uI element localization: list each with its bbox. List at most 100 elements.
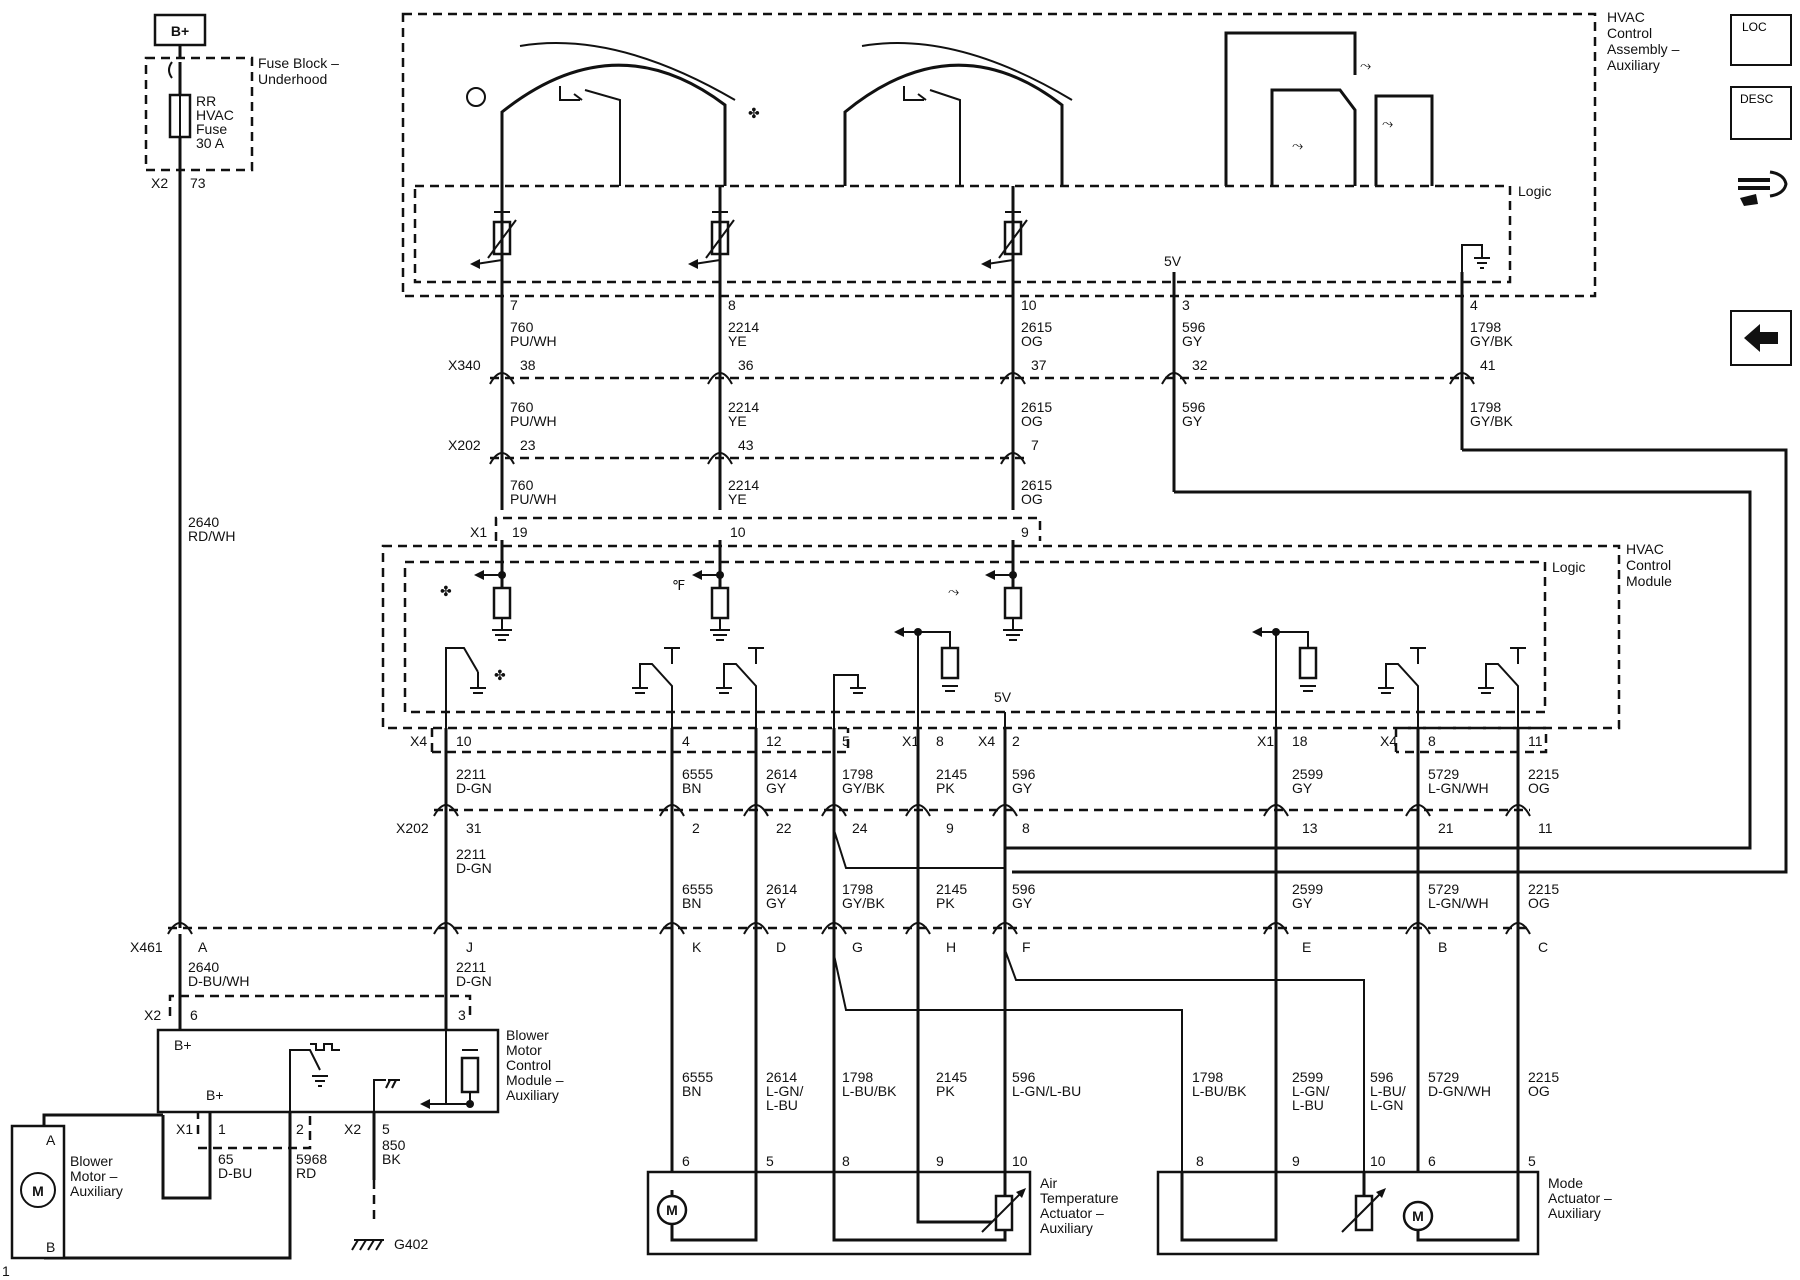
label-actuator_wires-9-color: OG (1528, 1083, 1550, 1099)
temp-pot (470, 211, 517, 269)
label-lower_seg1-8-num: 2215 (1528, 766, 1559, 782)
label-aux_assembly-pins-0-num: 760 (510, 319, 534, 335)
label-bmcm-pin_b: 3 (458, 1007, 466, 1023)
label-seg2-4-color: GY/BK (1470, 413, 1513, 429)
label-blower_motor-title-1: Motor – (70, 1168, 118, 1184)
label-seg2-0-color: PU/WH (510, 413, 557, 429)
label-bmcm-conn: X2 (144, 1007, 161, 1023)
label-aux_assembly-pins-3-color: GY (1182, 333, 1203, 349)
label-air_temp_actuator-pins-3: 9 (936, 1153, 944, 1169)
label-actuator_wires-3-num: 2145 (936, 1069, 967, 1085)
label-x461-label: X461 (130, 939, 163, 955)
mode-switch-frame (1224, 31, 1357, 186)
label-module-title-2: Module (1626, 573, 1672, 589)
label-seg3-0-num: 760 (510, 477, 534, 493)
blower-output-icon: ✤ (494, 667, 506, 683)
label-lower_seg2-0-color: D-GN (456, 860, 492, 876)
loc-button[interactable]: LOC (1730, 14, 1792, 66)
segment2-labels: 760 PU/WH 2214 YE 2615 OG 596 GY 1798 GY… (510, 399, 1513, 429)
label-x461-pins-7: E (1302, 939, 1311, 955)
label-x202a-pins-1: 43 (738, 437, 754, 453)
label-x1a-pins-0: 19 (512, 524, 528, 540)
label-bmcm-w5968-num: 5968 (296, 1151, 327, 1167)
label-actuator_wires-7-color2: L-GN (1370, 1097, 1403, 1113)
label-blower_motor-pin_a: A (46, 1132, 56, 1148)
label-actuator_wires-6-num: 2599 (1292, 1069, 1323, 1085)
label-actuator_wires-5-num: 1798 (1192, 1069, 1223, 1085)
assembly-logic (413, 184, 1512, 284)
air-mode-icon: ⤳ (948, 583, 959, 599)
x1-upper-connector: X1 19 10 9 (470, 516, 1042, 541)
bplus-box: B+ (153, 13, 207, 47)
x340-connector: X340 38 36 37 32 41 (448, 357, 1496, 385)
label-module-title-0: HVAC (1626, 541, 1664, 557)
label-actuator_wires-1-color2: L-BU (766, 1097, 798, 1113)
label-fuse_block-conn: X2 (151, 175, 168, 191)
label-mode_actuator-pins-4: 5 (1528, 1153, 1536, 1169)
label-lower_seg1-0-color: D-GN (456, 780, 492, 796)
label-air_temp_actuator-title-2: Actuator – (1040, 1205, 1104, 1221)
label-lower_seg2-7-color: L-GN/WH (1428, 895, 1489, 911)
label-x461-pins-1: J (466, 939, 473, 955)
label-seg3-2-color: OG (1021, 491, 1043, 507)
mode-actuator (1156, 1170, 1540, 1256)
label-x202b-pins-1: 2 (692, 820, 700, 836)
label-x202b-pins-2: 22 (776, 820, 792, 836)
label-fuse_block-pin: 73 (190, 175, 206, 191)
label-x340-pins-1: 36 (738, 357, 754, 373)
label-page_marker: 1 (2, 1263, 10, 1279)
actuator-wire-labels: 6555 BN 2614 L-GN/ L-BU 1798 L-BU/BK 214… (682, 1069, 1559, 1113)
label-lower_seg1-6-color: GY (1292, 780, 1313, 796)
label-actuator_wires-5-color: L-BU/BK (1192, 1083, 1247, 1099)
label-lower_seg1-4-color: PK (936, 780, 955, 796)
label-bmcm-x1: X1 (176, 1121, 193, 1137)
label-lower_seg1-5-color: GY (1012, 780, 1033, 796)
wrench-hand-icon[interactable] (1734, 160, 1790, 208)
x461-connector: X461 A J K D G H F E B C (130, 922, 1548, 955)
label-mode_actuator-pins-0: 8 (1196, 1153, 1204, 1169)
lower-wires (444, 728, 1520, 1240)
knob-wiper-icon (559, 86, 961, 186)
label-lower_seg2-2-num: 2614 (766, 881, 797, 897)
hvac-control-module (381, 544, 1621, 730)
label-lower_conns-x1: X1 (1257, 733, 1274, 749)
label-lower_seg1-7-color: L-GN/WH (1428, 780, 1489, 796)
label-actuator_wires-6-color: L-GN/ (1292, 1083, 1329, 1099)
label-actuator_wires-0-color: BN (682, 1083, 701, 1099)
label-lower_seg2-7-num: 5729 (1428, 881, 1459, 897)
label-feed_wire-num: 2640 (188, 514, 219, 530)
label-x202b-pins-7: 21 (1438, 820, 1454, 836)
label-aux_assembly-pins-4-color: GY/BK (1470, 333, 1513, 349)
label-actuator_wires-2-color: L-BU/BK (842, 1083, 897, 1099)
label-x202b-label: X202 (396, 820, 429, 836)
label-x461-pins-5: H (946, 939, 956, 955)
desc-button[interactable]: DESC (1730, 86, 1792, 140)
label-lower_pins-5: 2 (1012, 733, 1020, 749)
label-aux_assembly-v5: 5V (1164, 253, 1182, 269)
module-logic (403, 560, 1547, 714)
label-mode_actuator-title-1: Actuator – (1548, 1190, 1612, 1206)
label-aux_assembly-pins-4-num: 1798 (1470, 319, 1501, 335)
label-lower_pins-2: 12 (766, 733, 782, 749)
label-actuator_wires-2-num: 1798 (842, 1069, 873, 1085)
label-power-bplus: B+ (171, 23, 189, 39)
hvac-control-assembly (401, 12, 1597, 298)
x202-lower-connector: X202 31 2 22 24 9 8 13 21 11 (396, 804, 1553, 836)
label-lower_pins-7: 8 (1428, 733, 1436, 749)
label-x461-pins-6: F (1022, 939, 1031, 955)
label-bmcm-x2: X2 (344, 1121, 361, 1137)
mode-pot (981, 211, 1028, 269)
back-button[interactable] (1730, 310, 1792, 366)
label-lower_seg2-1-num: 6555 (682, 881, 713, 897)
fuse-block-title: Fuse Block – (258, 55, 339, 71)
label-x202a-pins-0: 23 (520, 437, 536, 453)
air-temp-actuator-pins: 6 5 8 9 10 (682, 1153, 1028, 1169)
label-x340-pins-2: 37 (1031, 357, 1047, 373)
label-lower_seg2-6-color: GY (1292, 895, 1313, 911)
label-seg2-4-num: 1798 (1470, 399, 1501, 415)
label-x340-pins-4: 41 (1480, 357, 1496, 373)
label-bmcm-w850-num: 850 (382, 1137, 406, 1153)
bilevel-mode-icon: ⤳ (1382, 115, 1393, 131)
label-aux_assembly-title-1: Control (1607, 25, 1652, 41)
label-x202b-pins-0: 31 (466, 820, 482, 836)
